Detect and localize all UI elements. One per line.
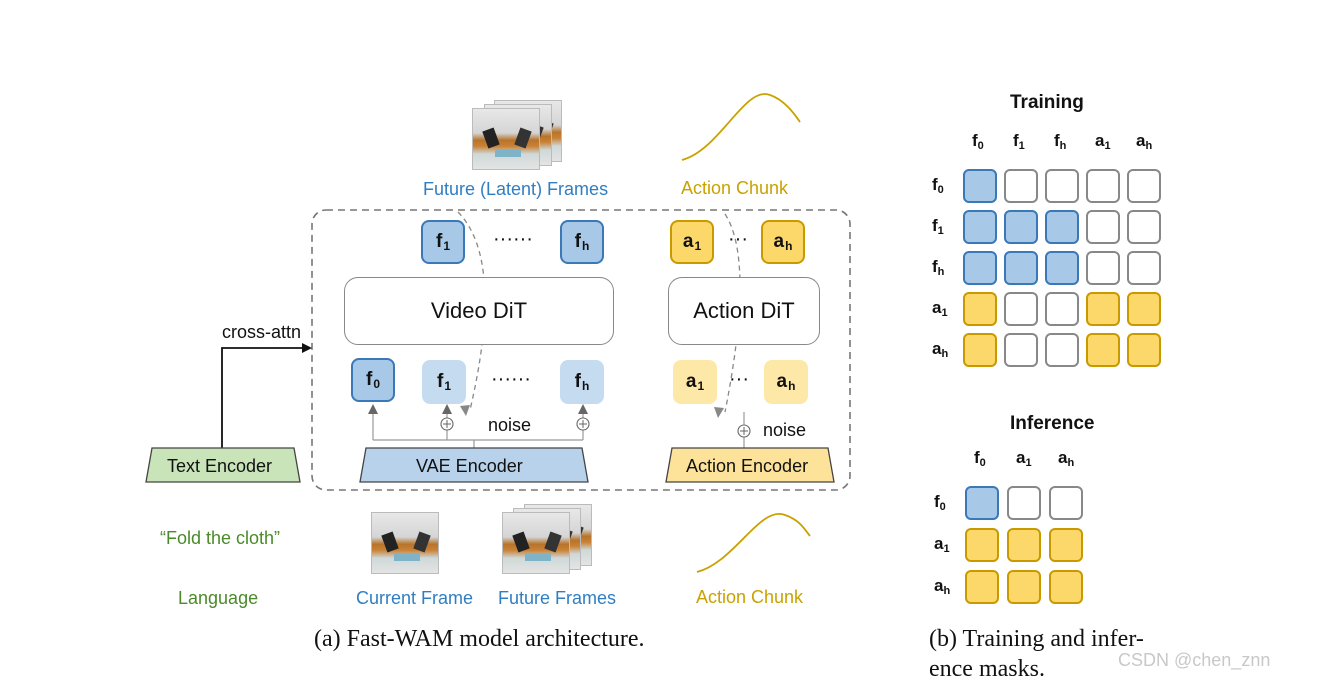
training-cell-fh-fh	[1045, 251, 1079, 285]
training-cell-fh-f1	[1004, 251, 1038, 285]
training-cell-ah-f1	[1004, 333, 1038, 367]
dots-bottom-action: ···	[729, 368, 749, 390]
training-col-label-ah: ah	[1136, 131, 1153, 152]
future-frames-image-front	[502, 512, 570, 574]
inference-cell-ah-ah	[1049, 570, 1083, 604]
training-cell-a1-f1	[1004, 292, 1038, 326]
top-action-chunk-label: Action Chunk	[681, 178, 789, 198]
training-cell-fh-f0	[963, 251, 997, 285]
training-cell-f0-f0	[963, 169, 997, 203]
training-cell-f0-a1	[1086, 169, 1120, 203]
inference-cell-f0-a1	[1007, 486, 1041, 520]
inference-col-label-ah: ah	[1058, 448, 1075, 469]
training-cell-f1-f0	[963, 210, 997, 244]
inference-col-label-a1: a1	[1016, 448, 1032, 469]
inference-cell-ah-a1	[1007, 570, 1041, 604]
training-cell-a1-ah	[1127, 292, 1161, 326]
inference-col-label-f0: f0	[974, 448, 986, 469]
training-row-label-a1: a1	[932, 298, 948, 319]
training-cell-f0-ah	[1127, 169, 1161, 203]
training-cell-a1-a1	[1086, 292, 1120, 326]
future-frames-label: Future Frames	[498, 588, 617, 608]
training-row-label-f0: f0	[932, 175, 944, 196]
future-frame-image-front	[472, 108, 540, 170]
inference-row-label-f0: f0	[934, 492, 946, 513]
inference-title: Inference	[1010, 413, 1095, 434]
inference-cell-a1-a1	[1007, 528, 1041, 562]
training-cell-a1-f0	[963, 292, 997, 326]
caption-b-line2: ence masks.	[929, 656, 1045, 682]
inference-row-label-a1: a1	[934, 534, 950, 555]
training-cell-ah-a1	[1086, 333, 1120, 367]
text-encoder-label: Text Encoder	[167, 456, 273, 476]
training-cell-fh-a1	[1086, 251, 1120, 285]
training-cell-f0-f1	[1004, 169, 1038, 203]
inference-cell-a1-f0	[965, 528, 999, 562]
noise-label-action: noise	[763, 420, 807, 440]
caption-a: (a) Fast-WAM model architecture.	[314, 626, 645, 652]
training-cell-ah-f0	[963, 333, 997, 367]
caption-b-line1: (b) Training and infer-	[929, 626, 1144, 652]
dots-top-action: ···	[728, 228, 748, 250]
dots-bottom-video: ······	[491, 368, 531, 390]
training-row-label-f1: f1	[932, 216, 944, 237]
training-title: Training	[1010, 92, 1084, 113]
action-dit-block: Action DiT	[668, 277, 820, 345]
inference-cell-f0-ah	[1049, 486, 1083, 520]
watermark: CSDN @chen_znn	[1118, 650, 1271, 670]
future-latent-frames-label: Future (Latent) Frames	[423, 179, 609, 199]
vae-encoder-label: VAE Encoder	[416, 456, 523, 476]
training-col-label-f0: f0	[972, 131, 984, 152]
instruction-quote: “Fold the cloth”	[160, 528, 281, 548]
inference-row-label-ah: ah	[934, 576, 951, 597]
training-col-label-f1: f1	[1013, 131, 1025, 152]
action-encoder-label: Action Encoder	[686, 456, 809, 476]
bottom-action-chunk-label: Action Chunk	[696, 587, 804, 607]
training-cell-ah-fh	[1045, 333, 1079, 367]
training-col-label-fh: fh	[1054, 131, 1067, 152]
cross-attn-label: cross-attn	[222, 322, 302, 342]
training-cell-f0-fh	[1045, 169, 1079, 203]
current-frame-label: Current Frame	[356, 588, 474, 608]
training-cell-ah-ah	[1127, 333, 1161, 367]
training-row-label-ah: ah	[932, 339, 949, 360]
training-cell-f1-ah	[1127, 210, 1161, 244]
training-cell-f1-f1	[1004, 210, 1038, 244]
inference-cell-a1-ah	[1049, 528, 1083, 562]
noise-label-video: noise	[488, 415, 532, 435]
training-col-label-a1: a1	[1095, 131, 1111, 152]
language-label: Language	[178, 588, 259, 608]
training-cell-a1-fh	[1045, 292, 1079, 326]
training-row-label-fh: fh	[932, 257, 945, 278]
inference-cell-ah-f0	[965, 570, 999, 604]
training-cell-f1-fh	[1045, 210, 1079, 244]
training-cell-fh-ah	[1127, 251, 1161, 285]
inference-cell-f0-f0	[965, 486, 999, 520]
video-dit-block: Video DiT	[344, 277, 614, 345]
current-frame-image	[371, 512, 439, 574]
dots-top-video: ······	[493, 228, 533, 250]
training-cell-f1-a1	[1086, 210, 1120, 244]
